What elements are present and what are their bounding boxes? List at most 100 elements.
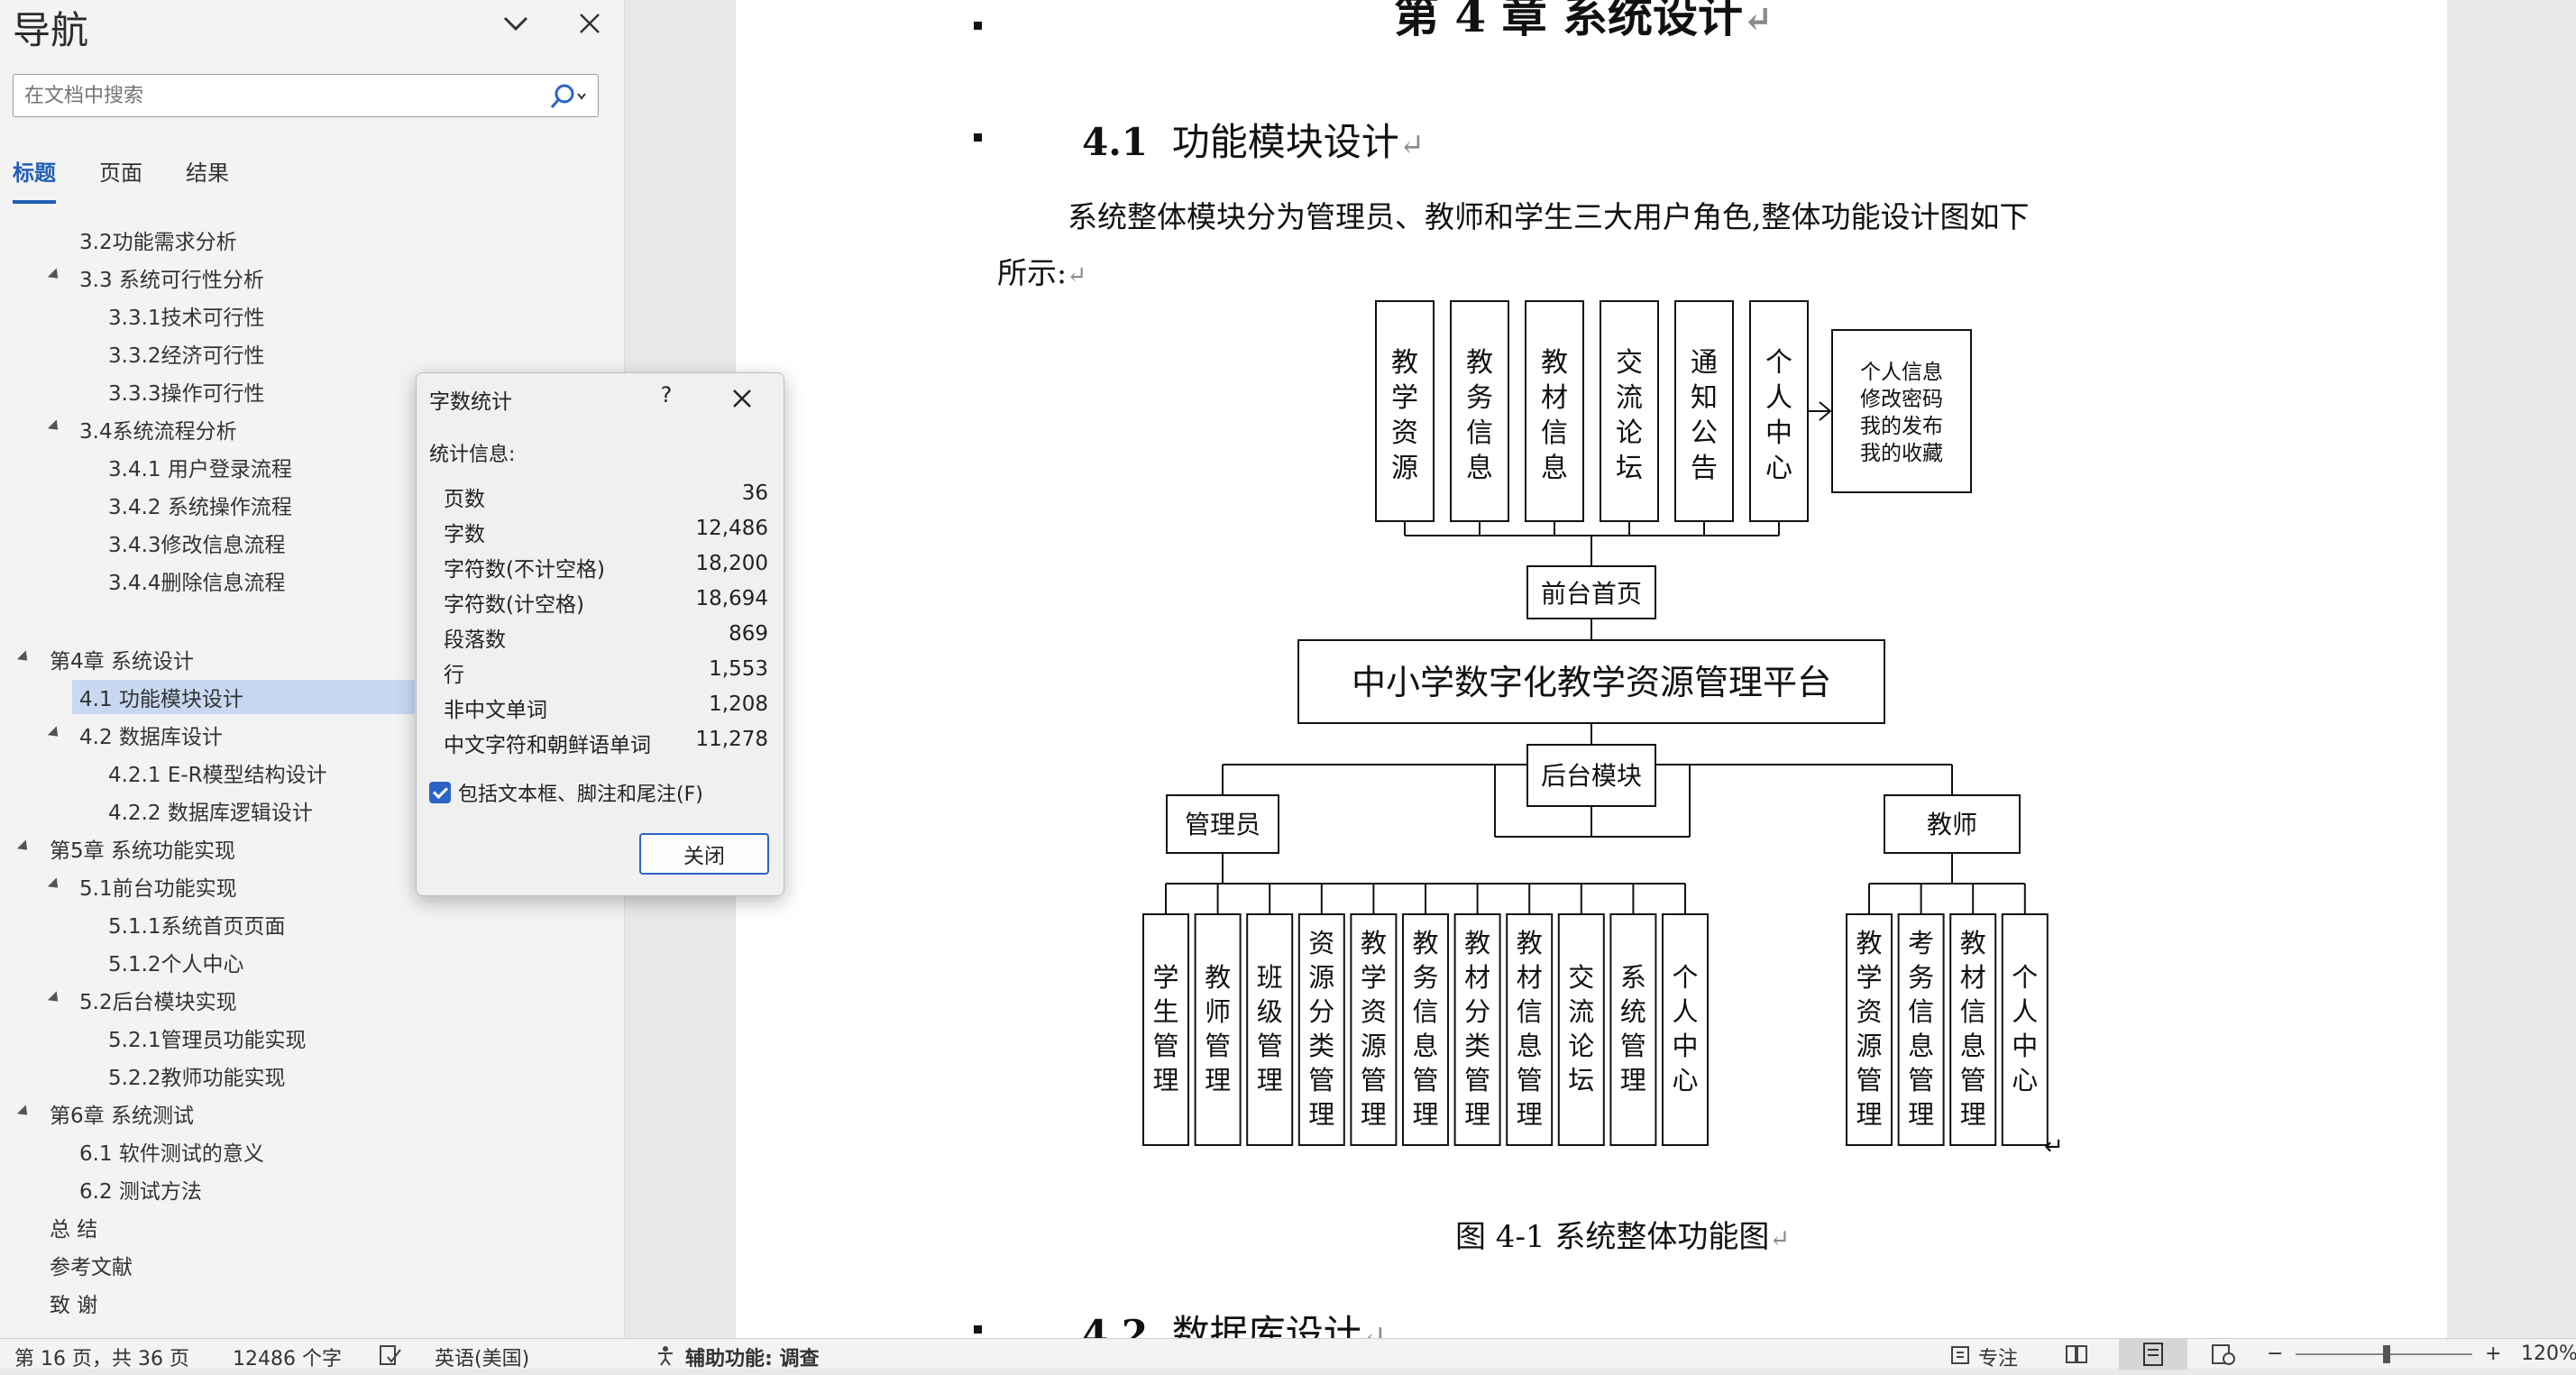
front-module-label: 学 — [1391, 382, 1418, 414]
statistics-heading: 统计信息: — [429, 444, 516, 466]
nav-search-box[interactable] — [13, 74, 599, 117]
outline-item[interactable]: 3.4.3修改信息流程 — [108, 534, 286, 557]
chapter-heading: 第 4 章 系统设计↵ — [1394, 0, 1774, 42]
outline-item[interactable]: 第4章 系统设计 — [50, 650, 194, 674]
admin-module-label: 理 — [1620, 1065, 1646, 1095]
outline-item[interactable]: 5.2.2教师功能实现 — [108, 1067, 286, 1090]
tab-results[interactable]: 结果 — [186, 160, 229, 186]
front-module-label: 论 — [1616, 417, 1643, 449]
focus-label[interactable]: 专注 — [1978, 1348, 2019, 1370]
admin-module-label: 资 — [1361, 996, 1387, 1027]
proofing-icon[interactable] — [379, 1344, 402, 1366]
admin-module-label: 管 — [1361, 1065, 1387, 1095]
admin-module-label: 管 — [1152, 1031, 1178, 1061]
tab-pages[interactable]: 页面 — [99, 160, 142, 186]
language-status[interactable]: 英语(美国) — [435, 1348, 530, 1370]
read-mode-icon[interactable] — [2065, 1343, 2088, 1366]
outline-item[interactable]: 5.1.2个人中心 — [108, 953, 244, 976]
stat-value: 1,553 — [709, 657, 768, 681]
outline-item[interactable]: 3.3.1技术可行性 — [108, 307, 265, 330]
admin-module-label: 理 — [1152, 1065, 1178, 1095]
outline-item[interactable]: 3.3.3操作可行性 — [108, 382, 265, 406]
accessibility-icon[interactable] — [655, 1344, 676, 1366]
collapse-arrow-icon[interactable] — [47, 726, 63, 741]
outline-item[interactable]: 第6章 系统测试 — [50, 1105, 194, 1128]
outline-item-selected[interactable]: 4.1 功能模块设计 — [72, 680, 415, 714]
outline-item[interactable]: 3.3 系统可行性分析 — [79, 269, 264, 292]
admin-module-box — [1557, 913, 1605, 1146]
stat-label: 中文字符和朝鲜语单词 — [444, 734, 651, 757]
nav-options-chevron-icon[interactable] — [498, 5, 534, 41]
checkbox-checked-icon[interactable] — [429, 782, 451, 803]
outline-item[interactable]: 第5章 系统功能实现 — [50, 839, 235, 863]
document-area[interactable]: 第 4 章 系统设计↵ 4.1 功能模块设计↵ 系统整体模块分为管理员、教师和学… — [626, 0, 2576, 1338]
outline-item[interactable]: 3.4.2 系统操作流程 — [108, 496, 292, 519]
collapse-arrow-icon[interactable] — [47, 991, 63, 1006]
admin-module-label: 管 — [1308, 1065, 1334, 1095]
zoom-level[interactable]: 120% — [2521, 1343, 2576, 1365]
outline-item[interactable]: 总 结 — [50, 1218, 98, 1242]
outline-item[interactable]: 4.2 数据库设计 — [79, 726, 223, 749]
collapse-arrow-icon[interactable] — [47, 877, 63, 893]
web-layout-icon[interactable] — [2211, 1343, 2236, 1366]
collapse-arrow-icon[interactable] — [16, 650, 32, 665]
teacher-module-label: 中 — [2012, 1031, 2038, 1061]
admin-module-label: 学 — [1152, 962, 1178, 993]
outline-item[interactable]: 3.4.1 用户登录流程 — [108, 458, 292, 481]
outline-item[interactable]: 3.4系统流程分析 — [79, 420, 237, 444]
zoom-in-button[interactable]: + — [2485, 1343, 2502, 1365]
accessibility-status[interactable]: 辅助功能: 调查 — [685, 1348, 820, 1370]
nav-close-icon[interactable] — [572, 5, 608, 41]
word-count-status[interactable]: 12486 个字 — [233, 1348, 342, 1370]
front-module-label: 资 — [1391, 417, 1418, 449]
admin-module-label: 坛 — [1568, 1065, 1594, 1095]
outline-item[interactable]: 6.1 软件测试的意义 — [79, 1142, 264, 1166]
front-module-label: 教 — [1391, 347, 1418, 379]
close-icon[interactable] — [728, 384, 756, 413]
outline-item[interactable]: 5.1前台功能实现 — [79, 877, 237, 901]
focus-icon[interactable] — [1949, 1344, 1971, 1366]
stat-label: 非中文单词 — [444, 699, 547, 722]
search-icon[interactable] — [549, 82, 589, 111]
document-page[interactable]: 第 4 章 系统设计↵ 4.1 功能模块设计↵ 系统整体模块分为管理员、教师和学… — [736, 0, 2447, 1338]
collapse-arrow-icon[interactable] — [47, 419, 63, 435]
admin-module-label: 人 — [1672, 996, 1698, 1027]
page-info[interactable]: 第 16 页，共 36 页 — [14, 1348, 189, 1370]
admin-module-box — [1142, 913, 1189, 1146]
help-icon[interactable]: ? — [660, 382, 673, 408]
front-module-label: 教 — [1541, 347, 1568, 379]
collapse-arrow-icon[interactable] — [16, 839, 32, 855]
outline-item[interactable]: 6.2 测试方法 — [79, 1180, 202, 1204]
outline-item[interactable]: 5.2后台模块实现 — [79, 991, 237, 1014]
tab-headings[interactable]: 标题 — [13, 155, 56, 204]
outline-item[interactable]: 4.2.1 E-R模型结构设计 — [108, 764, 327, 787]
admin-module-label: 息 — [1412, 1031, 1438, 1061]
collapse-arrow-icon[interactable] — [47, 268, 63, 283]
outline-item[interactable]: 3.2功能需求分析 — [79, 231, 237, 254]
include-textboxes-checkbox[interactable]: 包括文本框、脚注和尾注(F) — [429, 779, 703, 806]
teacher-module-label: 管 — [1908, 1065, 1934, 1095]
outline-item[interactable]: 5.2.1管理员功能实现 — [108, 1029, 307, 1052]
outline-item[interactable]: 5.1.1系统首页页面 — [108, 915, 286, 939]
zoom-slider-thumb[interactable] — [2383, 1345, 2390, 1363]
outline-item[interactable]: 3.4.4删除信息流程 — [108, 572, 286, 595]
collapse-arrow-icon[interactable] — [16, 1105, 32, 1120]
close-button[interactable]: 关闭 — [639, 833, 769, 875]
print-layout-button[interactable] — [2119, 1339, 2187, 1370]
admin-module-label: 管 — [1257, 1031, 1283, 1061]
teacher-module-box — [2001, 913, 2049, 1146]
front-module-label: 信 — [1466, 417, 1493, 449]
zoom-out-button[interactable]: − — [2267, 1343, 2284, 1365]
section-heading-4-1: 4.1 功能模块设计↵ — [1082, 120, 1425, 164]
admin-module-label: 班 — [1257, 962, 1283, 993]
outline-item[interactable]: 致 谢 — [50, 1294, 98, 1317]
admin-module-label: 生 — [1152, 996, 1178, 1027]
admin-module-label: 管 — [1517, 1065, 1543, 1095]
outline-item[interactable]: 4.2.2 数据库逻辑设计 — [108, 802, 313, 825]
nav-search-input[interactable] — [24, 80, 529, 111]
outline-item[interactable]: 参考文献 — [50, 1256, 133, 1279]
outline-item[interactable]: 3.3.2经济可行性 — [108, 344, 265, 368]
admin-module-label: 系 — [1620, 962, 1646, 993]
